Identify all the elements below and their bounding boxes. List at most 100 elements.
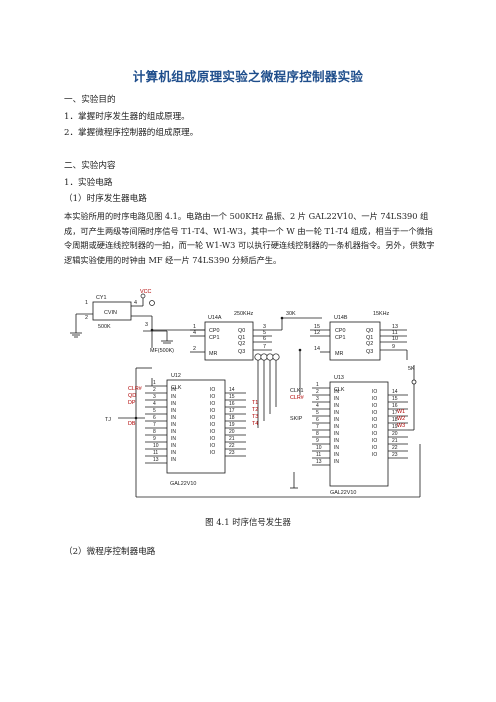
u13-pins-io-label: IO: [372, 431, 377, 437]
u12-pins-in-num: 6: [153, 415, 156, 421]
u13-pins-io-label: IO: [372, 403, 377, 409]
u14a-pin-q3: Q3: [238, 349, 245, 355]
u14b-pin-q2: Q2: [366, 341, 373, 347]
u12-signal-qd: QD: [128, 393, 136, 399]
osc-pin-2: 2: [85, 315, 88, 321]
u14a-num-5: 5: [263, 330, 266, 336]
u12-pins-io-num: 23: [229, 450, 235, 456]
u12-pins-in-label: IN: [171, 457, 176, 463]
u12-pins-io-label: IO: [210, 408, 215, 414]
u13-pins-io-label: IO: [372, 438, 377, 444]
u12-pins-in-label: IN: [171, 422, 176, 428]
u13-signal-clr: CLR#: [290, 395, 304, 401]
u13-pins-io-num: 17: [392, 410, 398, 416]
u12-signal-dp: DP: [128, 400, 136, 406]
u13-pins-in-label: IN: [334, 452, 339, 458]
u13-pins-io-label: IO: [372, 445, 377, 451]
u14a-pin-q2: Q2: [238, 341, 245, 347]
u14b-pin-q3: Q3: [366, 349, 373, 355]
u12-ref: U12: [171, 373, 181, 379]
osc-ref: CY1: [96, 295, 107, 301]
u13-pins-io-num: 18: [392, 417, 398, 423]
u12-pins-io-num: 22: [229, 443, 235, 449]
u13-pins-in-num: 10: [316, 445, 322, 451]
u12-pins-io-label: IO: [210, 436, 215, 442]
u12-pins-in-num: 10: [153, 443, 159, 449]
purpose-item-2: 2．掌握微程序控制器的组成原理。: [64, 128, 199, 138]
u12-pins-in-label: IN: [171, 408, 176, 414]
u13-pins-in-label: IN: [334, 410, 339, 416]
u12-pins-io-label: IO: [210, 450, 215, 456]
u13-out-w3: W3: [397, 423, 405, 429]
u14a-freq: 250KHz: [234, 311, 253, 317]
u13-pins-in-label: IN: [334, 389, 339, 395]
u12-pins-in-num: 8: [153, 429, 156, 435]
content-sub-1: 1．实验电路: [64, 178, 113, 188]
u14a-pin-q0: Q0: [238, 328, 245, 334]
u13-pins-in-label: IN: [334, 424, 339, 430]
u14a-pin-q1: Q1: [238, 335, 245, 341]
u14a-num-4: 4: [193, 330, 196, 336]
u14b-input-label: 30K: [286, 311, 296, 317]
page-title: 计算机组成原理实验之微程序控制器实验: [132, 69, 364, 84]
u14b-pin-cp0: CP0: [335, 328, 346, 334]
u14b-freq: 15KHz: [373, 311, 389, 317]
u14a-num-1: 1: [193, 324, 196, 330]
u14a-num-2: 2: [193, 346, 196, 352]
u13-pins-in-label: IN: [334, 445, 339, 451]
u12-signal-db: DB: [128, 421, 136, 427]
u12-pins-in-label: IN: [171, 443, 176, 449]
u13-pins-io-label: IO: [372, 389, 377, 395]
u13-pins-in-label: IN: [334, 459, 339, 465]
u13-pins-io-label: IO: [372, 452, 377, 458]
u13-pins-in-label: IN: [334, 438, 339, 444]
u14b-num-9: 9: [392, 344, 395, 350]
u12-clk: CLK: [171, 385, 182, 391]
u14a-num-7: 7: [263, 344, 266, 350]
u13-pins-io-num: 21: [392, 438, 398, 444]
u13-pins-in-num: 7: [316, 424, 319, 430]
u13-ref: U13: [334, 375, 344, 381]
u12-pins-in-num: 1: [153, 380, 156, 386]
u12-pins-io-label: IO: [210, 415, 215, 421]
u12-out-t3: T3: [252, 414, 258, 420]
u12-pins-in-label: IN: [171, 436, 176, 442]
u12-pins-io-num: 17: [229, 408, 235, 414]
u13-pins-in-num: 5: [316, 410, 319, 416]
u13-pins-in-label: IN: [334, 417, 339, 423]
u14b-pin-q0: Q0: [366, 328, 373, 334]
u14a-num-3: 3: [263, 324, 266, 330]
mf-label: MF(500K): [150, 348, 174, 354]
u12-signal-clr: CLR#: [128, 386, 142, 392]
u12-pins-io-num: 19: [229, 422, 235, 428]
purpose-heading: 一、实验目的: [64, 95, 116, 105]
u13-signal-skip: SKIP: [290, 416, 303, 422]
u14a-pin-cp1: CP1: [209, 335, 220, 341]
content-sub-1a: （1）时序发生器电路: [64, 194, 147, 204]
u14b-num-10: 10: [392, 336, 398, 342]
u12-pins-io-num: 16: [229, 401, 235, 407]
u14b-num-12: 12: [314, 330, 320, 336]
u13-pins-in-num: 1: [316, 382, 319, 388]
u13-pins-io-num: 23: [392, 452, 398, 458]
u13-out-w1: W1: [397, 409, 405, 415]
u12-pins-io-label: IO: [210, 443, 215, 449]
u12-pins-io-label: IO: [210, 401, 215, 407]
u12-pins-in-num: 11: [153, 450, 158, 456]
u13-pins-in-num: 9: [316, 438, 319, 444]
u14a-ref: U14A: [208, 315, 222, 321]
u12-pins-in-num: 2: [153, 387, 156, 393]
u14b-num-13: 13: [392, 324, 398, 330]
u12-pins-io-label: IO: [210, 394, 215, 400]
u13-part: GAL22V10: [330, 490, 356, 496]
u14b-pin-mr: MR: [335, 351, 343, 357]
u12-pins-io-num: 21: [229, 436, 235, 442]
u12-pins-in-num: 7: [153, 422, 156, 428]
u14a-pin-cp0: CP0: [209, 328, 220, 334]
u12-pins-in-label: IN: [171, 450, 176, 456]
osc-value: 500K: [98, 324, 111, 330]
u12-pins-in-num: 13: [153, 457, 159, 463]
u14a-num-6: 6: [263, 336, 266, 342]
u13-pins-io-label: IO: [372, 417, 377, 423]
